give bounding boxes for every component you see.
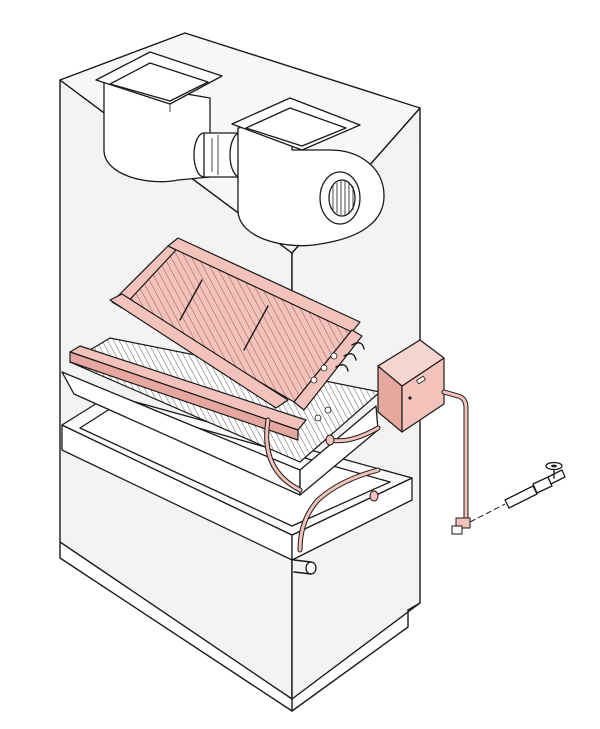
coil-return-bend-3 [335, 364, 349, 372]
blower-right-outlet-opening [245, 107, 347, 147]
valve-assembly [451, 461, 566, 535]
blower-right [231, 97, 385, 247]
coil-support-bar [109, 293, 289, 409]
drain-stub-top [293, 559, 312, 563]
supply-pipe-outline [441, 389, 469, 521]
cabinet-base-corner [407, 602, 421, 611]
coil-return-bend-1 [351, 342, 365, 350]
coil-top-rail [167, 237, 361, 333]
coil-return-bend-2 [343, 353, 357, 361]
control-box-top [377, 339, 445, 387]
loop-pipe-fill [265, 418, 302, 492]
cabinet-base-side [291, 609, 409, 712]
control-box [377, 339, 445, 433]
coil-panel-divider-1 [179, 279, 203, 321]
pipe-fitting-2 [369, 490, 379, 502]
condensate-pipe-fill [298, 468, 380, 552]
control-box-screw [408, 396, 412, 400]
blower-wheel [328, 179, 356, 217]
coil-end-plate-holes [310, 352, 338, 422]
blower-left-outlet-opening [109, 62, 209, 102]
valve-nut [547, 469, 566, 485]
valve-coupling [532, 476, 553, 494]
coil-assembly [61, 237, 382, 496]
coil-bottom-rail-face [69, 351, 299, 441]
tee-branch [451, 525, 463, 535]
coil-panel-divider-2 [243, 305, 269, 351]
tee-fitting [455, 517, 471, 529]
control-box-indicator [416, 375, 426, 385]
blower-left [95, 51, 223, 183]
supply-pipe-fill [442, 390, 468, 520]
cabinet-base-front [59, 541, 293, 712]
valve-handwheel-hub [551, 464, 557, 468]
drain-stub-bottom [293, 571, 312, 575]
blower-wheel-blades [332, 181, 354, 215]
dashed-connection [469, 503, 506, 523]
supply-pipe [264, 389, 469, 553]
drain-stub-end [305, 561, 317, 575]
pipe-fitting-1 [325, 434, 335, 446]
valve-body [504, 485, 538, 509]
blower-left-housing [103, 79, 211, 183]
